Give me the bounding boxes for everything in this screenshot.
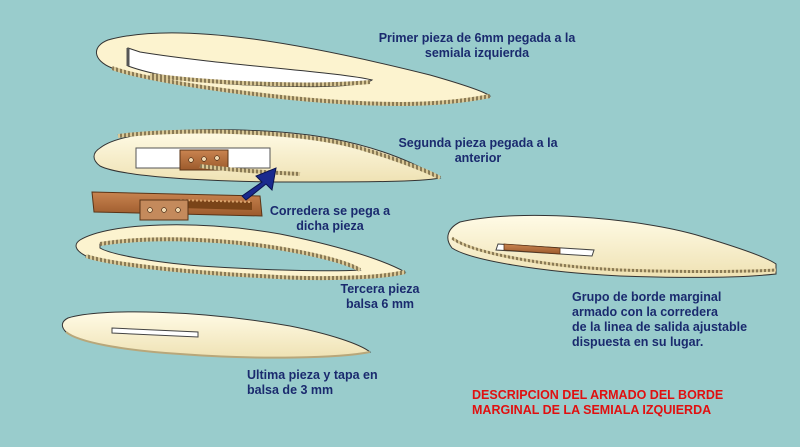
assembly-arrow-icon	[241, 167, 277, 201]
diagram-title: DESCRIPCION DEL ARMADO DEL BORDE MARGINA…	[472, 388, 724, 417]
piece-1-first-rib	[96, 32, 492, 107]
piece-3-label: Tercera pieza balsa 6 mm	[340, 282, 420, 311]
piece-2-label: Segunda pieza pegada a la anterior	[398, 136, 558, 165]
piece-3-third-rib	[75, 224, 407, 281]
piece-4-last-rib	[61, 311, 372, 359]
slider-label: Corredera se pega a dicha pieza	[269, 204, 391, 233]
slider-piece	[91, 191, 263, 221]
group-label: Grupo de borde marginal armado con la co…	[572, 290, 748, 349]
piece-2-second-rib	[93, 129, 442, 183]
assembled-wingtip-group	[447, 214, 777, 278]
piece-1-label: Primer pieza de 6mm pegada a la semiala …	[378, 31, 576, 60]
piece-4-label: Ultima pieza y tapa en balsa de 3 mm	[247, 368, 378, 397]
